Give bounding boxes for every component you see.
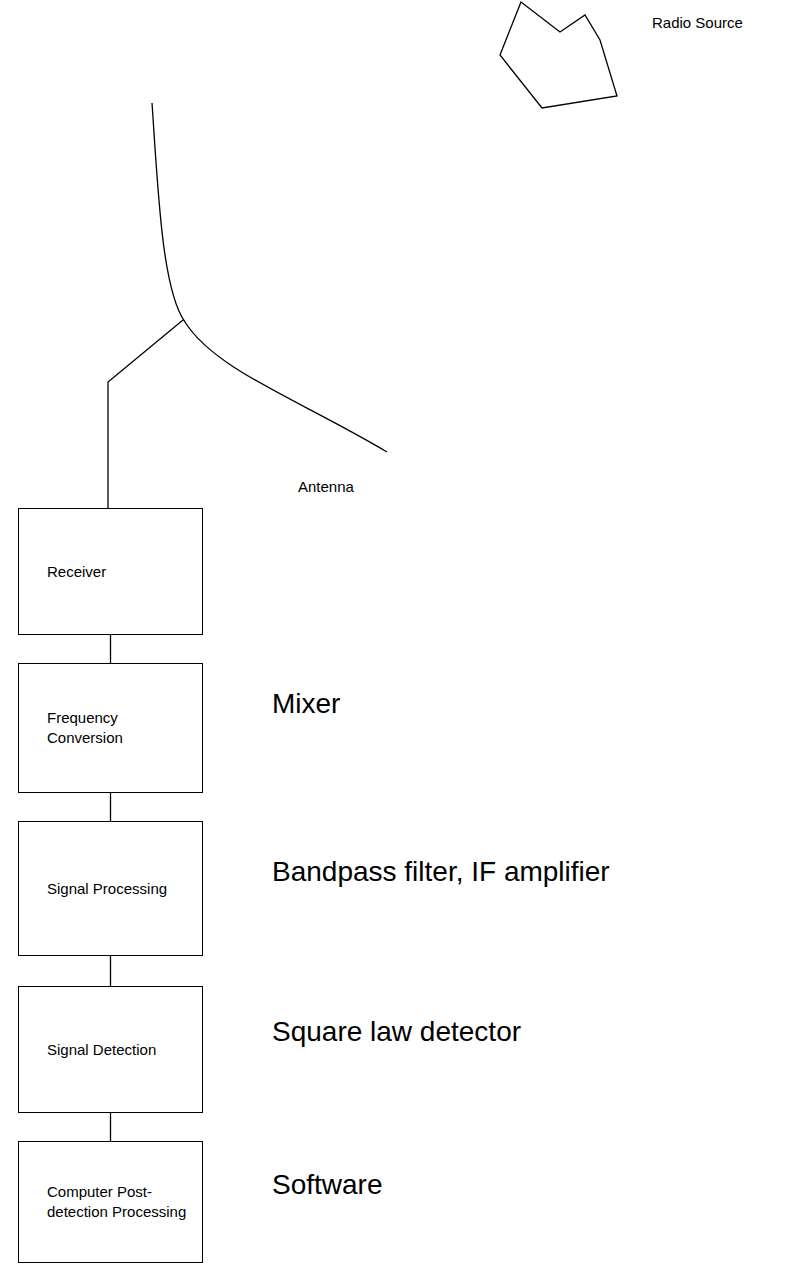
receiver-box: Receiver — [18, 508, 203, 635]
process-box: Frequency Conversion — [18, 663, 203, 793]
stage-note: Software — [272, 1169, 383, 1201]
antenna-dish — [152, 103, 387, 452]
process-box: Signal Processing — [18, 821, 203, 956]
box-text: Receiver — [19, 562, 202, 582]
signal-connector — [110, 635, 111, 663]
stage-note: Square law detector — [272, 1016, 521, 1048]
antenna-label: Antenna — [298, 478, 354, 495]
signal-connector — [110, 1113, 111, 1141]
process-box: Signal Detection — [18, 986, 203, 1113]
stage-note: Bandpass filter, IF amplifier — [272, 856, 610, 888]
stage-note: Mixer — [272, 688, 340, 720]
box-text: Computer Post-detection Processing — [19, 1182, 202, 1222]
signal-connector — [110, 793, 111, 821]
antenna-feed — [108, 320, 183, 508]
radio-source-outline — [500, 2, 617, 108]
box-text: Frequency Conversion — [19, 708, 202, 748]
process-box: Computer Post-detection Processing — [18, 1141, 203, 1263]
source-label: Radio Source — [652, 14, 743, 31]
signal-connector — [110, 956, 111, 986]
box-text: Signal Detection — [19, 1040, 202, 1060]
box-text: Signal Processing — [19, 879, 202, 899]
